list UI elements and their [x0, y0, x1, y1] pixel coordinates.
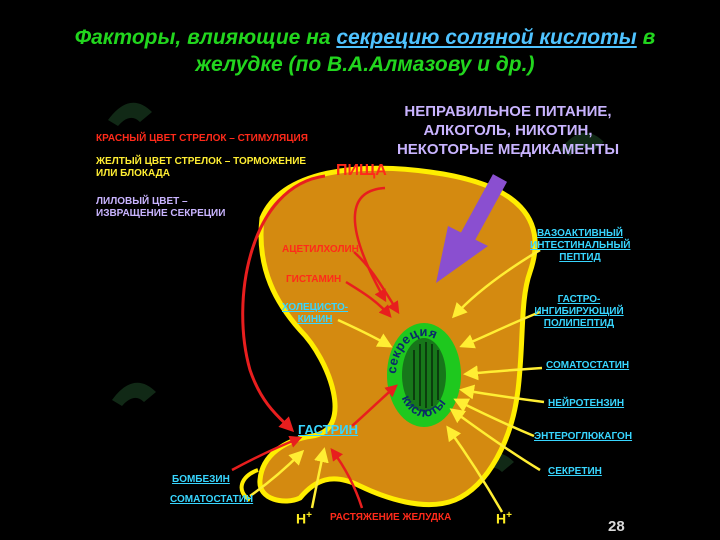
legend-red: КРАСНЫЙ ЦВЕТ СТРЕЛОК – СТИМУЛЯЦИЯ [96, 133, 308, 144]
duodenum-shape [239, 468, 259, 502]
legend-yellow-line1: ЖЕЛТЫЙ ЦВЕТ СТРЕЛОК – ТОРМОЖЕНИЕ [96, 156, 307, 167]
label-h-plus-left: H+ [296, 510, 312, 527]
arrow-h-plus-left [310, 447, 329, 509]
legend-purple-line2: ИЗВРАЩЕНИЕ СЕКРЕЦИИ [96, 208, 226, 219]
arrow-cholecystokinin [337, 318, 393, 348]
label-food: ПИЩА [336, 162, 387, 179]
arrow-food-to-gastrin [241, 174, 326, 433]
damage-factors-label: НЕПРАВИЛЬНОЕ ПИТАНИЕ, АЛКОГОЛЬ, НИКОТИН,… [392, 102, 624, 159]
arrow-enteroglucagon [453, 398, 535, 438]
arrow-bombesin-to-gastrin [231, 435, 303, 472]
stimulation-arrows [231, 174, 400, 509]
damage-line3: НЕКОТОРЫЕ МЕДИКАМЕНТЫ [396, 141, 620, 158]
arrow-distension [330, 447, 364, 509]
legend-yellow-line2: ИЛИ БЛОКАДА [96, 168, 170, 179]
label-gastrin[interactable]: ГАСТРИН [298, 422, 359, 437]
arrow-somatostatin-right [463, 365, 543, 381]
arrow-neurotensin [459, 384, 545, 404]
arrow-secretin [449, 408, 541, 472]
label-gip[interactable]: ГАСТРО- ИНГИБИРУЮЩИЙ ПОЛИПЕПТИД [532, 294, 626, 330]
legend-purple-line1: ЛИЛОВЫЙ ЦВЕТ – [96, 196, 188, 207]
label-cholecystokinin[interactable]: ХОЛЕЦИСТО- КИНИН [282, 302, 348, 326]
title-link[interactable]: секрецию соляной кислоты [336, 26, 637, 49]
label-gip-line1: ГАСТРО- [557, 294, 601, 305]
damage-line2: АЛКОГОЛЬ, НИКОТИН, [423, 122, 593, 139]
gland-pattern [413, 342, 439, 408]
perversion-arrowhead [436, 226, 488, 283]
label-cholecystokinin-line2: КИНИН [297, 314, 333, 325]
arrow-gip [459, 310, 541, 349]
label-vip-line3: ПЕПТИД [559, 252, 601, 263]
label-somatostatin-right[interactable]: СОМАТОСТАТИН [546, 360, 630, 371]
arrow-histamine [345, 280, 392, 318]
label-gip-line3: ПОЛИПЕПТИД [543, 318, 615, 329]
label-neurotensin[interactable]: НЕЙРОТЕНЗИН [548, 398, 625, 409]
slide-title: Факторы, влияющие на секрецию соляной ки… [60, 24, 670, 78]
arrow-h-plus-right [446, 425, 504, 513]
arrow-vip [451, 248, 541, 319]
label-enteroglucagon[interactable]: ЭНТЕРОГЛЮКАГОН [534, 431, 633, 442]
title-line1-suffix: в [636, 26, 656, 49]
arrow-somatostatin-left [249, 449, 305, 498]
label-vip[interactable]: ВАЗОАКТИВНЫЙ ИНТЕСТИНАЛЬНЫЙ ПЕПТИД [530, 228, 630, 264]
arrow-gastrin-to-center [351, 384, 398, 427]
label-acetylcholine: АЦЕТИЛХОЛИН [282, 244, 359, 255]
title-line2: желудке (по В.А.Алмазову и др.) [195, 53, 535, 76]
label-bombesin[interactable]: БОМБЕЗИН [172, 474, 230, 485]
arrow-food-into-stomach [353, 186, 387, 303]
label-somatostatin-left[interactable]: СОМАТОСТАТИН [170, 494, 254, 505]
arrow-acetylcholine [353, 251, 400, 315]
label-vip-line1: ВАЗОАКТИВНЫЙ [537, 228, 623, 239]
title-line1-prefix: Факторы, влияющие на [74, 26, 337, 49]
label-vip-line2: ИНТЕСТИНАЛЬНЫЙ [530, 240, 631, 251]
label-h-plus-right: H+ [496, 510, 512, 527]
label-distension: РАСТЯЖЕНИЕ ЖЕЛУДКА [330, 512, 452, 523]
legend-yellow: ЖЕЛТЫЙ ЦВЕТ СТРЕЛОК – ТОРМОЖЕНИЕ ИЛИ БЛО… [96, 156, 306, 180]
inhibition-arrows [249, 248, 545, 513]
damage-line1: НЕПРАВИЛЬНОЕ ПИТАНИЕ, [404, 103, 612, 120]
perversion-arrow [458, 174, 508, 244]
legend-purple: ЛИЛОВЫЙ ЦВЕТ – ИЗВРАЩЕНИЕ СЕКРЕЦИИ [96, 196, 225, 220]
label-secretin[interactable]: СЕКРЕТИН [548, 466, 602, 477]
label-cholecystokinin-line1: ХОЛЕЦИСТО- [282, 302, 349, 313]
label-histamine: ГИСТАМИН [286, 274, 342, 285]
label-gip-line2: ИНГИБИРУЮЩИЙ [534, 306, 624, 317]
page-number: 28 [608, 518, 625, 535]
